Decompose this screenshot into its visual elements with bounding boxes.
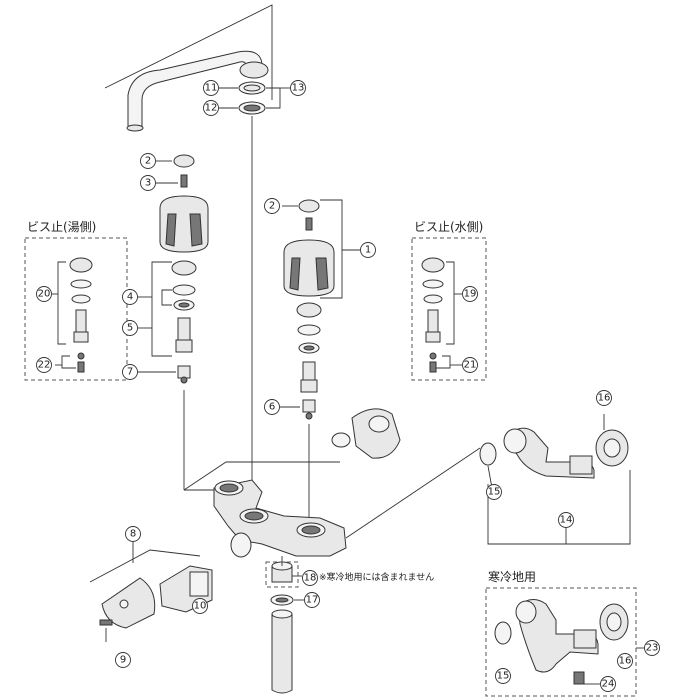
callout-9: 9 bbox=[115, 652, 131, 668]
part-15-ring-lower bbox=[494, 621, 512, 645]
supply-pipe-assembly bbox=[479, 414, 631, 545]
callout-labels: 1 2 2 3 4 5 6 7 8 9 10 11 12 13 14 15 15… bbox=[36, 80, 660, 692]
svg-text:19: 19 bbox=[464, 289, 477, 300]
faucet-body bbox=[183, 447, 481, 558]
callout-12: 12 bbox=[203, 100, 219, 116]
callout-3: 3 bbox=[140, 175, 156, 191]
cold-region-title: 寒冷地用 bbox=[488, 569, 536, 584]
svg-text:22: 22 bbox=[38, 360, 51, 371]
callout-2a: 2 bbox=[140, 153, 156, 169]
callout-23: 23 bbox=[644, 640, 660, 656]
svg-text:1: 1 bbox=[365, 245, 371, 256]
svg-text:13: 13 bbox=[292, 83, 305, 94]
svg-text:16: 16 bbox=[619, 656, 632, 667]
callout-15a: 15 bbox=[486, 484, 502, 500]
svg-text:9: 9 bbox=[120, 655, 126, 666]
callout-15b: 15 bbox=[495, 668, 511, 684]
svg-text:10: 10 bbox=[194, 601, 207, 612]
body-side-port bbox=[230, 532, 252, 558]
svg-text:17: 17 bbox=[306, 595, 319, 606]
part-7-valve-left bbox=[177, 365, 191, 379]
cold-handle-stack bbox=[280, 199, 360, 520]
svg-text:16: 16 bbox=[598, 393, 611, 404]
part-2-cap-left bbox=[173, 154, 195, 168]
callout-20: 20 bbox=[36, 286, 52, 302]
part-9-screw bbox=[99, 619, 113, 626]
callout-17: 17 bbox=[304, 592, 320, 608]
callout-24: 24 bbox=[600, 676, 616, 692]
svg-text:12: 12 bbox=[205, 103, 218, 114]
callout-18: 18 bbox=[302, 570, 318, 586]
callout-13: 13 bbox=[290, 80, 306, 96]
callout-4: 4 bbox=[122, 289, 138, 305]
part-18-note: ※寒冷地用には含まれません bbox=[319, 571, 434, 583]
svg-text:6: 6 bbox=[269, 402, 275, 413]
callout-21: 21 bbox=[462, 357, 478, 373]
callout-19: 19 bbox=[462, 286, 478, 302]
spout-group bbox=[104, 4, 273, 132]
svg-text:23: 23 bbox=[646, 643, 659, 654]
hot-screw-stop-box: ビス止(湯側) bbox=[24, 220, 128, 381]
svg-text:2: 2 bbox=[269, 201, 275, 212]
part-4-top-ring-left bbox=[171, 260, 197, 276]
callout-2b: 2 bbox=[264, 198, 280, 214]
svg-text:2: 2 bbox=[145, 156, 151, 167]
callout-6: 6 bbox=[264, 399, 280, 415]
svg-text:15: 15 bbox=[497, 671, 510, 682]
cartridge-group bbox=[89, 542, 213, 642]
hot-handle-stack bbox=[138, 154, 226, 491]
part-3-screw-left bbox=[180, 174, 188, 188]
svg-text:5: 5 bbox=[127, 323, 133, 334]
part-15-ring-upper bbox=[479, 442, 497, 466]
svg-text:21: 21 bbox=[464, 360, 477, 371]
svg-text:4: 4 bbox=[127, 292, 133, 303]
cold-screw-stop-title: ビス止(水側) bbox=[414, 220, 483, 234]
svg-text:15: 15 bbox=[488, 487, 501, 498]
svg-text:18: 18 bbox=[304, 573, 317, 584]
svg-text:11: 11 bbox=[205, 83, 218, 94]
part-5-spindle-left bbox=[177, 317, 191, 341]
callout-7: 7 bbox=[122, 364, 138, 380]
callout-1: 1 bbox=[360, 242, 376, 258]
callout-14: 14 bbox=[558, 512, 574, 528]
callout-8: 8 bbox=[125, 526, 141, 542]
cold-region-box: 寒冷地用 bbox=[485, 569, 644, 697]
svg-text:7: 7 bbox=[127, 367, 133, 378]
cold-region-pipe bbox=[517, 599, 599, 673]
callout-16b: 16 bbox=[617, 653, 633, 669]
callout-10: 10 bbox=[192, 598, 208, 614]
lower-supply-pipe bbox=[271, 613, 293, 694]
part-1-screw-right bbox=[305, 217, 313, 231]
spout-seals-group bbox=[219, 81, 290, 480]
callout-5: 5 bbox=[122, 320, 138, 336]
hot-screw-stop-title: ビス止(湯側) bbox=[27, 220, 96, 234]
svg-text:8: 8 bbox=[130, 529, 136, 540]
callout-11: 11 bbox=[203, 80, 219, 96]
svg-text:20: 20 bbox=[38, 289, 51, 300]
part-24-drain bbox=[573, 671, 585, 685]
lower-connector-parts: ※寒冷地用には含まれません bbox=[265, 556, 434, 694]
svg-text:3: 3 bbox=[145, 178, 151, 189]
callout-16a: 16 bbox=[596, 390, 612, 406]
part-6-valve-right bbox=[302, 399, 316, 413]
svg-text:24: 24 bbox=[602, 679, 615, 690]
spout-nut bbox=[239, 61, 269, 79]
cold-screw-stop-box: ビス止(水側) bbox=[411, 220, 487, 381]
svg-text:14: 14 bbox=[560, 515, 573, 526]
body-elbow-fitting bbox=[331, 408, 401, 459]
part-2-cap-right bbox=[298, 199, 320, 213]
callout-22: 22 bbox=[36, 357, 52, 373]
